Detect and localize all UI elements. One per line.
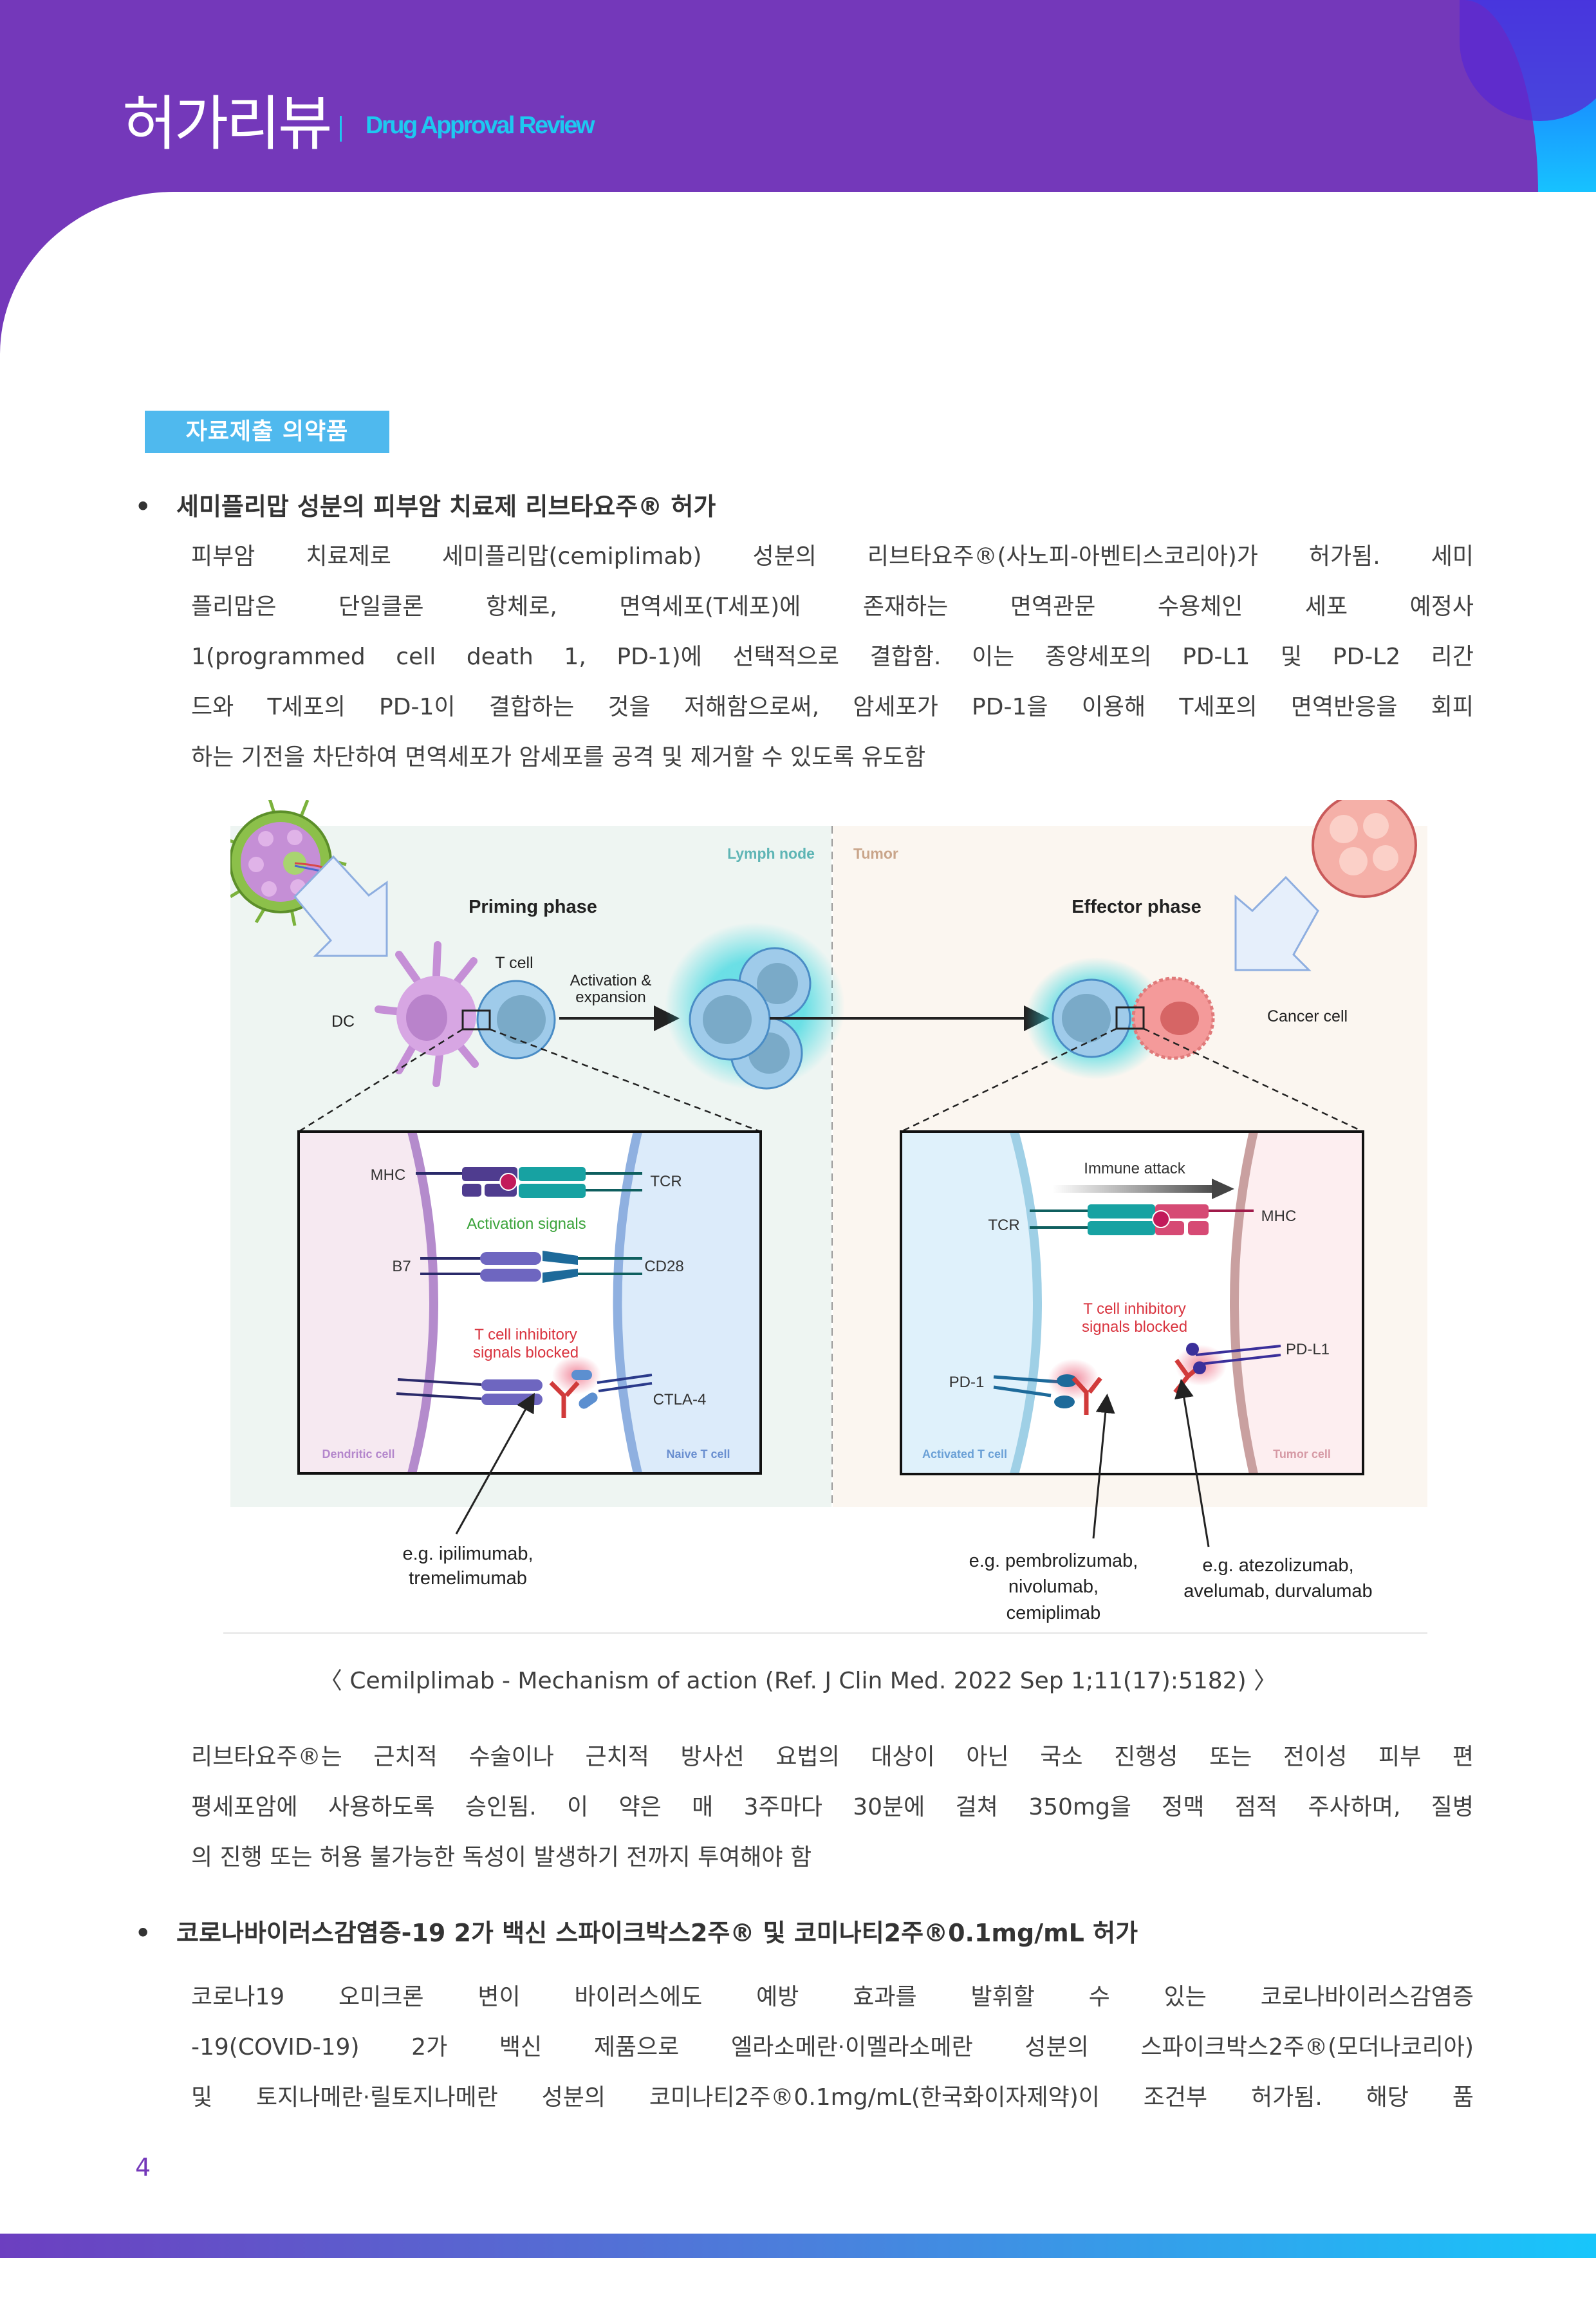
label-mhc: MHC <box>1261 1208 1297 1225</box>
label-activation: Activation & <box>570 972 652 989</box>
zoom-region-marker <box>1115 1006 1145 1030</box>
region-label-tumor: Tumor <box>853 845 898 862</box>
paragraph: 피부암 치료제로 세미플리맙(cemiplimab) 성분의 리브타요주®(사노… <box>191 532 1474 783</box>
label-expansion: expansion <box>575 989 645 1006</box>
page-number: 4 <box>135 2153 151 2181</box>
text-line: 의 진행 또는 허용 불가능한 독성이 발생하기 전까지 투여해야 함 <box>191 1844 812 1871</box>
item-heading: • 코로나바이러스감염증-19 2가 백신 스파이크박스2주® 및 코미나티2주®… <box>135 1913 1138 1948</box>
drug-label: cemiplimab <box>1007 1603 1101 1623</box>
mechanism-figure: Lymph node Tumor Priming phase Effector … <box>230 800 1427 1623</box>
item-heading-text: 세미플리맙 성분의 피부암 치료제 리브타요주® 허가 <box>176 492 716 521</box>
label-signals-blocked: signals blocked <box>473 1344 579 1361</box>
tumor-icon <box>1312 800 1417 898</box>
text-line: 코로나19 오미크론 변이 바이러스에도 예방 효과를 발휘할 수 있는 코로나… <box>191 1984 1474 2010</box>
pdl1-drug-arrow <box>1174 1379 1210 1547</box>
label-tumor-cell: Tumor cell <box>1273 1448 1331 1461</box>
text-line: -19(COVID-19) 2가 백신 제품으로 엘라소메란·이멜라소메란 성분… <box>191 2034 1474 2060</box>
priming-phase-title: Priming phase <box>469 897 597 917</box>
label-mhc: MHC <box>371 1166 406 1184</box>
expanded-t-cells-icon <box>665 922 845 1090</box>
drug-label: e.g. atezolizumab, <box>1202 1555 1353 1576</box>
zoom-region-marker <box>461 1009 491 1031</box>
block-arrow-icon <box>1234 875 1319 971</box>
paragraph: 코로나19 오미크론 변이 바이러스에도 예방 효과를 발휘할 수 있는 코로나… <box>191 1972 1474 2123</box>
drug-label: avelumab, durvalumab <box>1183 1581 1372 1602</box>
ctla4-drug-arrow <box>455 1392 535 1535</box>
t-cell-icon <box>476 980 556 1060</box>
cancer-cell-icon <box>1131 976 1215 1060</box>
text-line: 하는 기전을 차단하여 면역세포가 암세포를 공격 및 제거할 수 있도록 유도… <box>191 744 926 770</box>
label-inhibitory: T cell inhibitory <box>1083 1300 1186 1318</box>
paragraph: 리브타요주®는 근치적 수술이나 근치적 방사선 요법의 대상이 아닌 국소 진… <box>191 1732 1474 1883</box>
drug-label: tremelimumab <box>409 1568 527 1589</box>
label-t-cell: T cell <box>495 954 533 972</box>
text-line: 플리맙은 단일클론 항체로, 면역세포(T세포)에 존재하는 면역관문 수용체인… <box>191 593 1474 620</box>
text-line: 피부암 치료제로 세미플리맙(cemiplimab) 성분의 리브타요주®(사노… <box>191 543 1474 570</box>
label-cancer-cell: Cancer cell <box>1267 1007 1348 1025</box>
bullet-icon: • <box>135 1919 151 1947</box>
zoom-lines <box>298 1027 1364 1133</box>
label-activation-signals: Activation signals <box>467 1215 586 1233</box>
label-immune-attack: Immune attack <box>1084 1160 1185 1177</box>
label-cd28: CD28 <box>644 1258 683 1275</box>
figure-divider <box>223 1632 1427 1634</box>
drug-label: nivolumab, <box>1008 1576 1099 1597</box>
block-arrow-icon <box>293 855 388 957</box>
activated-t-cell-icon <box>1025 957 1167 1079</box>
region-label-lymph-node: Lymph node <box>727 845 815 862</box>
label-signals-blocked: signals blocked <box>1082 1318 1187 1336</box>
label-pdl1: PD-L1 <box>1286 1341 1330 1358</box>
label-tcr: TCR <box>650 1173 682 1190</box>
label-dc: DC <box>331 1013 355 1031</box>
pd1-drug-arrow <box>1092 1394 1115 1539</box>
label-tcr: TCR <box>988 1217 1019 1234</box>
bullet-icon: • <box>135 492 151 521</box>
drug-label: e.g. ipilimumab, <box>402 1544 533 1564</box>
effector-inset <box>900 1130 1364 1475</box>
label-b7: B7 <box>392 1258 411 1275</box>
label-naive-t-cell: Naive T cell <box>666 1448 730 1461</box>
dendritic-cell-icon <box>375 941 479 1087</box>
footer-bar <box>0 2234 1596 2258</box>
label-pd1: PD-1 <box>949 1374 985 1391</box>
label-inhibitory: T cell inhibitory <box>474 1326 577 1343</box>
section-title-korean: 허가리뷰 <box>122 89 333 158</box>
text-line: 1(programmed cell death 1, PD-1)에 선택적으로 … <box>191 644 1474 670</box>
text-line: 리브타요주®는 근치적 수술이나 근치적 방사선 요법의 대상이 아닌 국소 진… <box>191 1744 1474 1770</box>
item-heading-text: 코로나바이러스감염증-19 2가 백신 스파이크박스2주® 및 코미나티2주®0… <box>176 1919 1138 1947</box>
drug-label: e.g. pembrolizumab, <box>969 1551 1138 1571</box>
text-line: 드와 T세포의 PD-1이 결합하는 것을 저해함으로써, 암세포가 PD-1을… <box>191 694 1474 720</box>
text-line: 및 토지나메란·릴토지나메란 성분의 코미나티2주®0.1mg/mL(한국화이자… <box>191 2084 1474 2111</box>
effector-phase-title: Effector phase <box>1072 897 1201 917</box>
figure-caption: 〈 Cemilplimab - Mechanism of action (Ref… <box>319 1668 1277 1694</box>
category-tag: 자료제출 의약품 <box>145 411 389 453</box>
title-divider <box>340 116 342 142</box>
section-title-english: Drug Approval Review <box>366 112 595 139</box>
label-activated-t-cell: Activated T cell <box>922 1448 1007 1461</box>
priming-inset <box>297 1130 762 1475</box>
label-ctla4: CTLA-4 <box>653 1391 707 1408</box>
text-line: 평세포암에 사용하도록 승인됨. 이 약은 매 3주마다 30분에 걸쳐 350… <box>191 1794 1474 1820</box>
item-heading: • 세미플리맙 성분의 피부암 치료제 리브타요주® 허가 <box>135 487 716 522</box>
label-dendritic-cell: Dendritic cell <box>322 1448 394 1461</box>
